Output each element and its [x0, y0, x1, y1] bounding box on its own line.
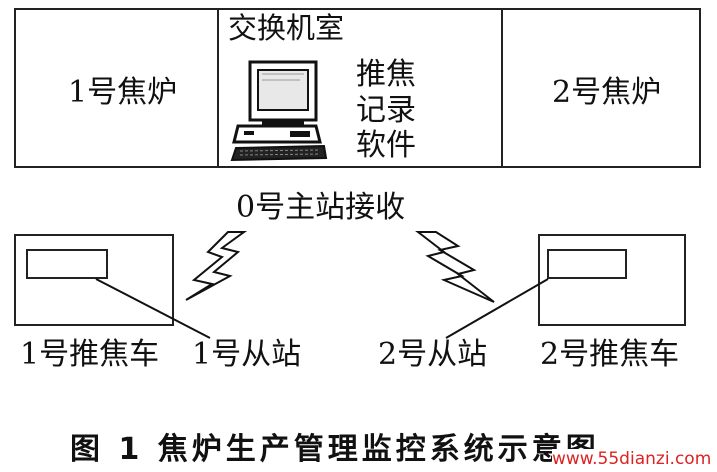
slave-station-2-label: 2号从站 — [378, 337, 488, 372]
software-line-1: 推焦 — [356, 57, 416, 92]
pusher-car-2-display — [547, 249, 627, 279]
watermark-text: www.55dianzi.com — [552, 449, 712, 469]
coke-oven-1-label: 1号焦炉 — [68, 75, 178, 110]
pusher-car-1-display — [26, 249, 108, 279]
master-station-label: 0号主站接收 — [236, 190, 406, 225]
pusher-car-2 — [538, 234, 686, 326]
exchange-room-label: 交换机室 — [228, 11, 345, 45]
slave-2-leader-line — [445, 278, 549, 339]
pusher-car-1 — [14, 234, 174, 326]
figure-caption: 图 1 焦炉生产管理监控系统示意图 — [70, 432, 600, 467]
wireless-signal-right-icon — [415, 231, 495, 303]
slave-1-leader-line — [95, 278, 211, 339]
slave-station-1-label: 1号从站 — [192, 337, 302, 372]
wireless-signal-left-icon — [185, 231, 248, 301]
pusher-car-2-label: 2号推焦车 — [540, 337, 680, 372]
coke-oven-2-room — [501, 8, 701, 168]
coke-oven-2-label: 2号焦炉 — [552, 75, 662, 110]
software-line-3: 软件 — [356, 128, 416, 163]
software-line-2: 记录 — [356, 93, 416, 128]
pusher-car-1-label: 1号推焦车 — [20, 337, 160, 372]
